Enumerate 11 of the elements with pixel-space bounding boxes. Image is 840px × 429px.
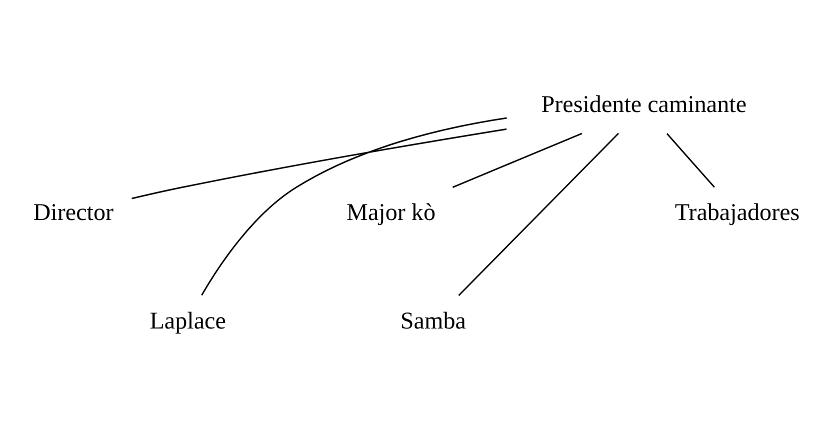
node-text: Trabajadores (674, 200, 800, 226)
connector (666, 133, 715, 188)
node-text: Director (33, 200, 114, 226)
node-text: Samba (400, 308, 466, 335)
connector (132, 128, 507, 200)
connector (201, 117, 507, 296)
node-text: Laplace (150, 308, 226, 335)
node-text: Presidente caminante (541, 92, 747, 118)
connector (458, 132, 620, 296)
node-text: Major kò (346, 200, 436, 226)
connector (452, 132, 582, 188)
